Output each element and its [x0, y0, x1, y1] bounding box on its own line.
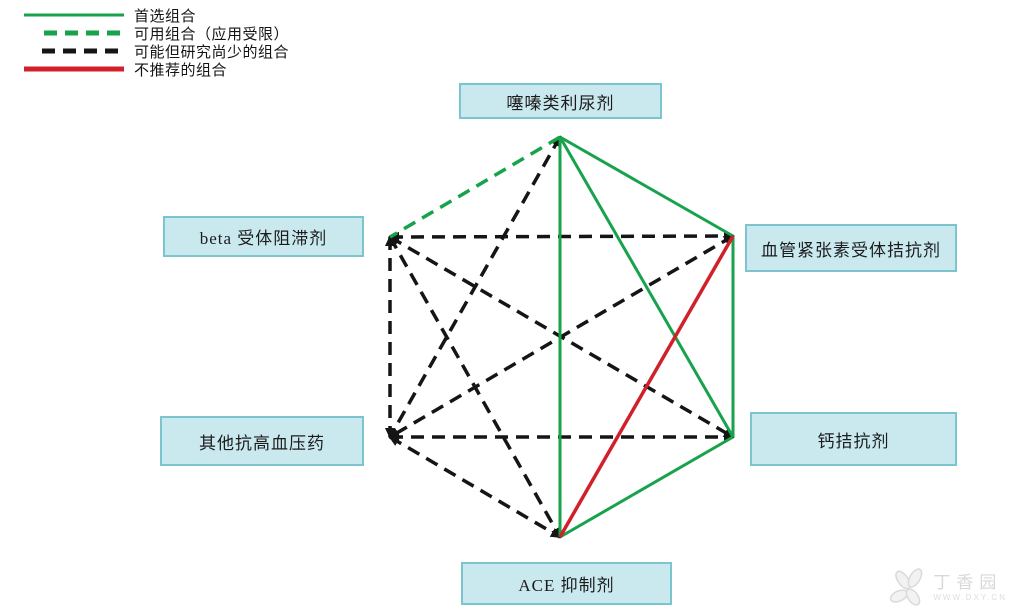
legend: 首选组合 可用组合（应用受限） 可能但研究尚少的组合 不推荐的组合 [24, 6, 290, 79]
dxy-url: WWW.DXY.CN [933, 593, 1007, 602]
dxy-watermark-text: 丁香园 WWW.DXY.CN [933, 574, 1007, 602]
legend-row-not-recommended: 不推荐的组合 [24, 60, 289, 79]
node-calcium-antagonist: 钙拮抗剂 [750, 412, 957, 466]
dxy-brand: 丁香园 [933, 573, 1003, 592]
node-angiotensin-receptor-antagonist: 血管紧张素受体拮抗剂 [745, 224, 957, 272]
legend-swatch-green-dashed [24, 24, 124, 42]
node-thiazide-diuretic: 噻嗪类利尿剂 [459, 83, 662, 119]
node-other-antihypertensive: 其他抗高血压药 [160, 416, 364, 466]
node-ace-inhibitor: ACE 抑制剂 [461, 562, 672, 605]
edge-arb-ace [558, 235, 735, 538]
edge-thiazide-beta [389, 135, 561, 239]
legend-row-preferred: 首选组合 [24, 6, 289, 25]
dxy-watermark: 丁香园 WWW.DXY.CN [889, 568, 1007, 608]
legend-swatch-green-solid [24, 6, 124, 24]
legend-label: 可能但研究尚少的组合 [134, 44, 290, 61]
legend-swatch-red-solid [24, 60, 124, 78]
edge-ccb-ace [559, 435, 734, 539]
legend-row-less-studied: 可能但研究尚少的组合 [24, 42, 290, 61]
legend-row-usable-limited: 可用组合（应用受限） [24, 24, 290, 43]
edge-thiazide-other [388, 135, 562, 439]
node-beta-blocker: beta 受体阻滞剂 [163, 216, 364, 257]
legend-label: 不推荐的组合 [134, 62, 228, 79]
edge-other-ace [388, 435, 562, 539]
edge-thiazide-ccb [558, 136, 735, 438]
legend-swatch-black-dashed [24, 42, 124, 60]
edge-thiazide-arb [559, 135, 734, 238]
legend-label: 首选组合 [134, 8, 197, 25]
legend-label: 可用组合（应用受限） [134, 26, 290, 43]
dxy-flower-icon [890, 568, 923, 606]
